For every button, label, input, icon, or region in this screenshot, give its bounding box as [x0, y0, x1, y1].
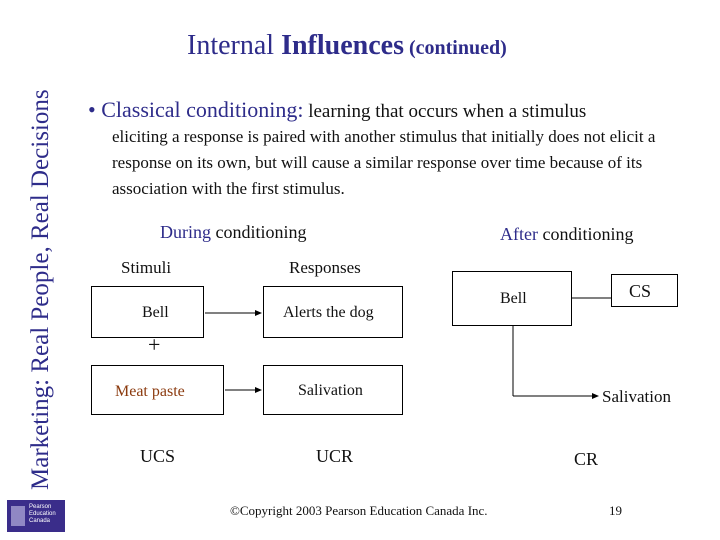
salivation-after-label: Salivation	[602, 387, 671, 406]
salivation-response-label: Salivation	[298, 382, 363, 399]
bullet-body: eliciting a response is paired with anot…	[112, 127, 656, 198]
cr-label: CR	[574, 449, 599, 469]
plus-sign: +	[148, 332, 161, 357]
during-conditioning-word: conditioning	[211, 222, 307, 242]
after-conditioning-word: conditioning	[537, 224, 634, 244]
pearson-logo: Pearson Education Canada	[7, 500, 65, 532]
ucr-label: UCR	[316, 446, 354, 466]
title-word-internal: Internal	[187, 30, 282, 61]
bell-after-label: Bell	[500, 290, 527, 307]
logo-line-3: Canada	[29, 518, 51, 524]
after-heading: After conditioning	[500, 224, 633, 245]
title-word-influences: Influences	[281, 30, 404, 61]
cs-box: CS	[611, 274, 678, 307]
stimuli-header: Stimuli	[121, 258, 172, 277]
during-word: During	[160, 222, 211, 242]
copyright-text: ©Copyright 2003 Pearson Education Canada…	[230, 503, 488, 518]
arrowhead-salivation	[592, 393, 599, 399]
bullet-term: Classical conditioning:	[101, 97, 304, 122]
bell-after-box: Bell	[452, 271, 572, 326]
alerts-response-label: Alerts the dog	[283, 304, 374, 321]
arrowhead-meat-salivation	[255, 387, 262, 393]
meat-stimulus-label: Meat paste	[115, 383, 185, 400]
bullet-line: • Classical conditioning: learning that …	[88, 97, 586, 123]
meat-stimulus-box: Meat paste	[91, 365, 224, 415]
cs-label: CS	[629, 281, 652, 301]
bullet-lead: learning that occurs when a stimulus	[303, 101, 587, 122]
logo-line-1: Pearson	[29, 504, 52, 510]
page-number: 19	[609, 503, 622, 518]
pearson-logo-mark	[11, 506, 25, 526]
bullet-marker: •	[88, 97, 96, 122]
after-word: After	[500, 224, 538, 244]
slide-title: Internal Influences (continued)	[187, 30, 507, 62]
bell-stimulus-box: Bell	[91, 286, 204, 338]
logo-line-2: Education	[29, 511, 56, 517]
arrowhead-bell-alerts	[255, 310, 262, 316]
bell-stimulus-label: Bell	[142, 304, 169, 321]
alerts-response-box: Alerts the dog	[263, 286, 403, 338]
salivation-response-box: Salivation	[263, 365, 403, 415]
responses-header: Responses	[289, 258, 361, 277]
ucs-label: UCS	[140, 446, 176, 466]
during-heading: During conditioning	[160, 222, 307, 243]
title-continued: (continued)	[403, 37, 507, 59]
